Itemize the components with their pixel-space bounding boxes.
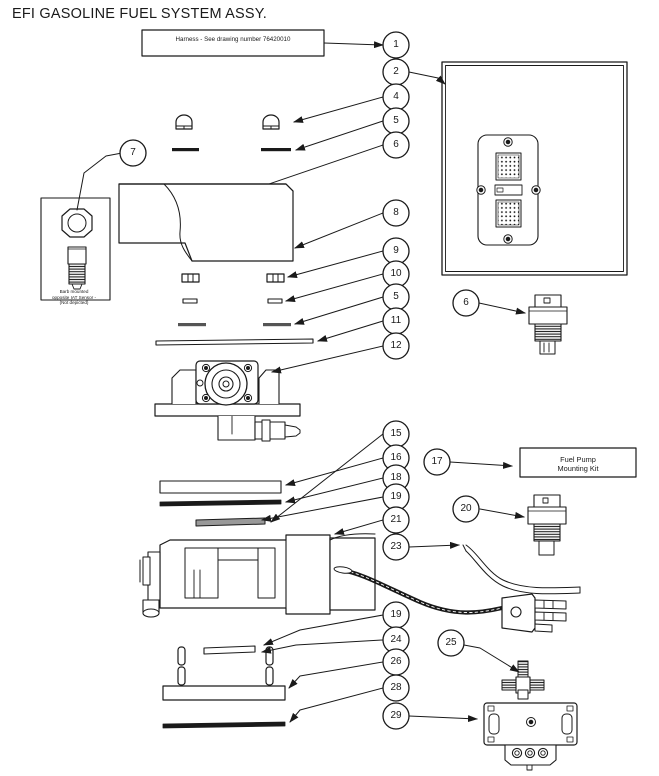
leader-10: [285, 273, 384, 302]
leader-28: [289, 687, 384, 723]
air-plenum-cover: [118, 183, 294, 262]
leader-5-upper: [295, 120, 384, 151]
balloon-circle-11[interactable]: [382, 307, 410, 335]
balloon-circle-15[interactable]: [382, 420, 410, 448]
balloon-circle-25[interactable]: [437, 629, 465, 657]
balloon-circle-4[interactable]: [382, 83, 410, 111]
leader-9: [287, 250, 384, 279]
leader-25: [463, 644, 520, 673]
strap-band-lower-left: [178, 323, 206, 327]
ecu-mounting-plate: [441, 61, 628, 276]
leader-21: [334, 519, 384, 535]
leader-15: [270, 433, 384, 523]
page-title: EFI GASOLINE FUEL SYSTEM ASSY.: [12, 6, 267, 22]
tee-barb-connector: [501, 660, 545, 700]
balloon-circle-7[interactable]: [119, 139, 147, 167]
balloon-circle-29[interactable]: [382, 702, 410, 730]
cable-clamp-right: [262, 114, 280, 130]
barb-note-label: Barb mounted opposite IAT Sensor - (Not …: [51, 289, 96, 306]
bracket-plate-26: [162, 685, 286, 701]
temperature-sensor-part6: [528, 294, 568, 355]
balloon-circle-10[interactable]: [382, 260, 410, 288]
balloon-circle-8[interactable]: [382, 199, 410, 227]
balloon-layer: [119, 31, 480, 730]
leader-2: [408, 71, 446, 85]
balloon-circle-12[interactable]: [382, 332, 410, 360]
seal-strip-18: [159, 499, 282, 507]
retainer-rod-right: [265, 646, 274, 686]
leader-5-lower: [294, 296, 384, 325]
cross-bar-24: [203, 645, 256, 655]
retainer-rod-left: [177, 646, 186, 686]
fuel-pressure-sensor: [527, 494, 567, 556]
fuel-pump-body: [139, 533, 376, 618]
leader-4: [293, 96, 384, 123]
leader-26: [288, 661, 384, 689]
balloon-circle-6[interactable]: [382, 131, 410, 159]
balloon-circle-9[interactable]: [382, 237, 410, 265]
cable-clamp-left: [175, 114, 193, 130]
leader-11: [317, 320, 384, 342]
balloon-circle-19[interactable]: [382, 483, 410, 511]
leader-29: [408, 715, 478, 723]
strap-band-upper-left: [172, 148, 199, 152]
balloon-circle-1[interactable]: [382, 31, 410, 59]
balloon-circle-17[interactable]: [423, 448, 451, 476]
balloon-circle-28[interactable]: [382, 674, 410, 702]
gasket-strip-15: [195, 517, 266, 527]
balloon-circle-5[interactable]: [382, 107, 410, 135]
clip-left: [181, 273, 200, 283]
balloon-circle-2[interactable]: [382, 58, 410, 86]
balloon-circle-5[interactable]: [382, 283, 410, 311]
leader-12: [271, 345, 384, 374]
balloon-circle-26[interactable]: [382, 648, 410, 676]
leader-1: [323, 41, 384, 49]
balloon-circle-20[interactable]: [452, 495, 480, 523]
leader-8: [294, 212, 384, 249]
leader-24: [261, 639, 384, 654]
fuel-pump-mounting-kit-box: [519, 447, 637, 478]
leader-19-lower: [263, 614, 384, 646]
leader-16: [285, 457, 384, 486]
fuel-pump-kit-label: Fuel Pump Mounting Kit: [557, 455, 599, 474]
spacer-bar: [155, 338, 314, 346]
leader-7: [76, 152, 123, 211]
shim-left: [182, 298, 198, 304]
insulator-pad-16: [159, 480, 282, 494]
throttle-body-flange: [154, 360, 301, 442]
leader-17: [449, 461, 513, 469]
leader-18: [285, 477, 384, 504]
base-rail-28: [162, 721, 286, 729]
shim-right: [267, 298, 283, 304]
strap-band-upper-right: [261, 148, 291, 152]
balloon-circle-23[interactable]: [382, 533, 410, 561]
leader-23: [408, 541, 460, 549]
balloon-circle-19[interactable]: [382, 601, 410, 629]
strap-band-lower-right: [263, 323, 291, 327]
clip-right: [266, 273, 285, 283]
leader-6-right: [478, 302, 526, 315]
balloon-circle-6[interactable]: [452, 289, 480, 317]
harness-note-label: Harness - See drawing number 76420010: [175, 36, 291, 43]
fuel-pump-relay-module: [483, 702, 578, 771]
fuel-pump-wire-lead: [333, 544, 581, 633]
leader-20: [479, 508, 525, 519]
barb-detail-box: [40, 197, 111, 301]
leader-19-upper: [261, 496, 384, 522]
balloon-circle-21[interactable]: [382, 506, 410, 534]
